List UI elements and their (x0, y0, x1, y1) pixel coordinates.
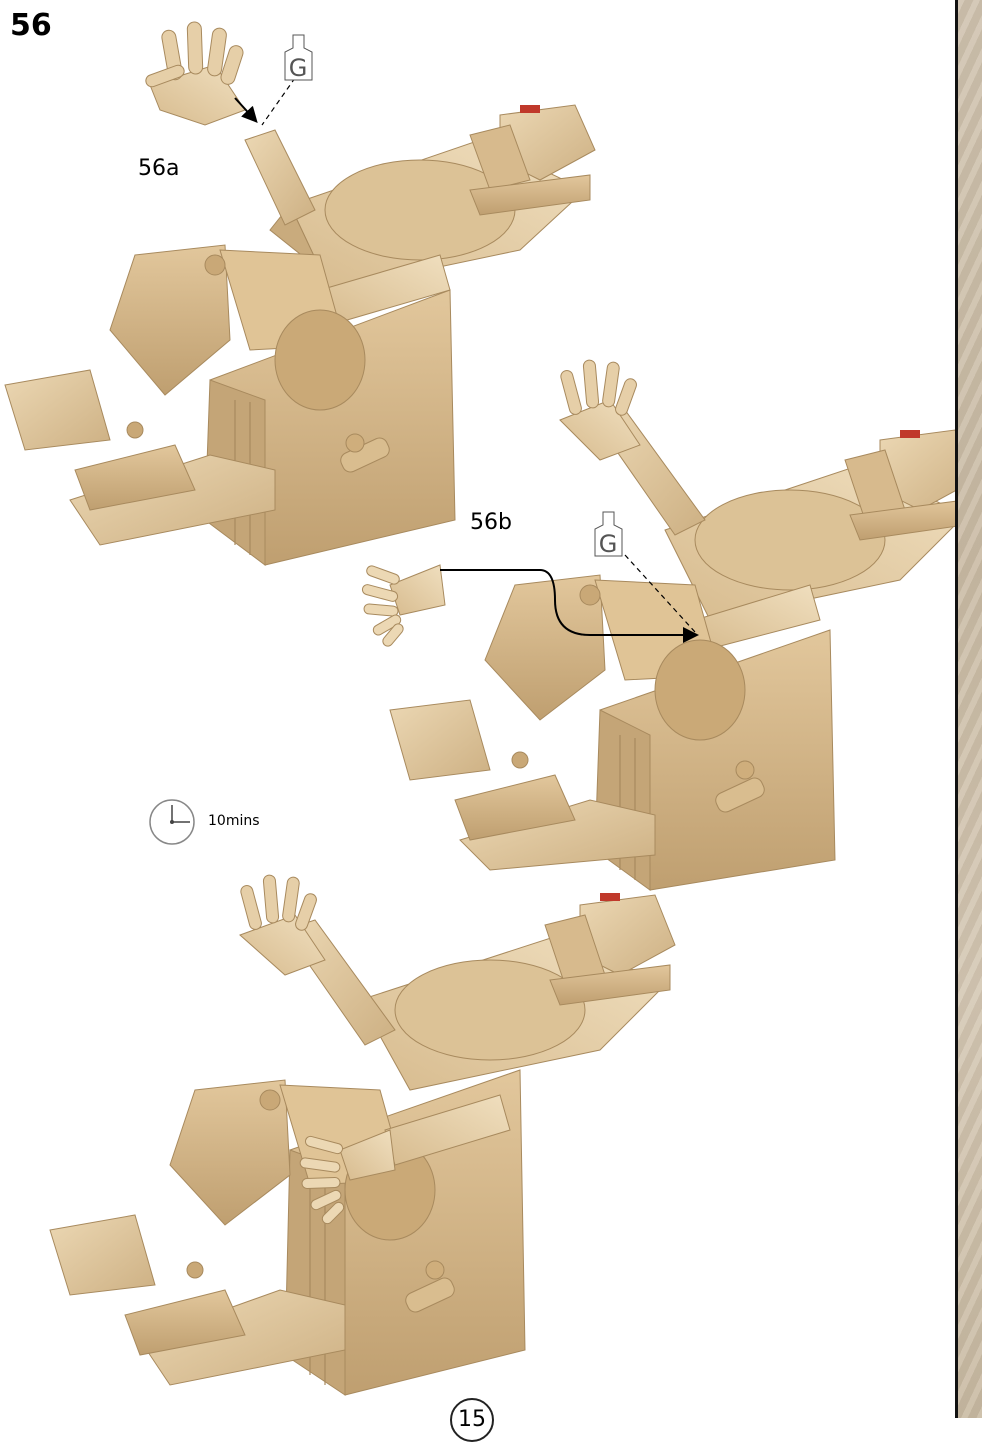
figure-56b (390, 360, 975, 890)
glue-letter-56b: G (599, 530, 618, 558)
hand-piece-56a (144, 22, 245, 125)
glue-pointer-56a (262, 78, 295, 125)
decorative-sidebar (955, 0, 982, 1418)
glue-bottle-icon-56a: G (285, 35, 312, 82)
clock-icon (150, 800, 194, 844)
figure-56-complete (50, 875, 675, 1395)
page-number: 15 (450, 1398, 494, 1442)
hand-piece-56b (361, 564, 445, 648)
figure-56a (5, 105, 595, 565)
glue-bottle-icon-56b: G (595, 512, 622, 558)
glue-letter-56a: G (289, 54, 308, 82)
